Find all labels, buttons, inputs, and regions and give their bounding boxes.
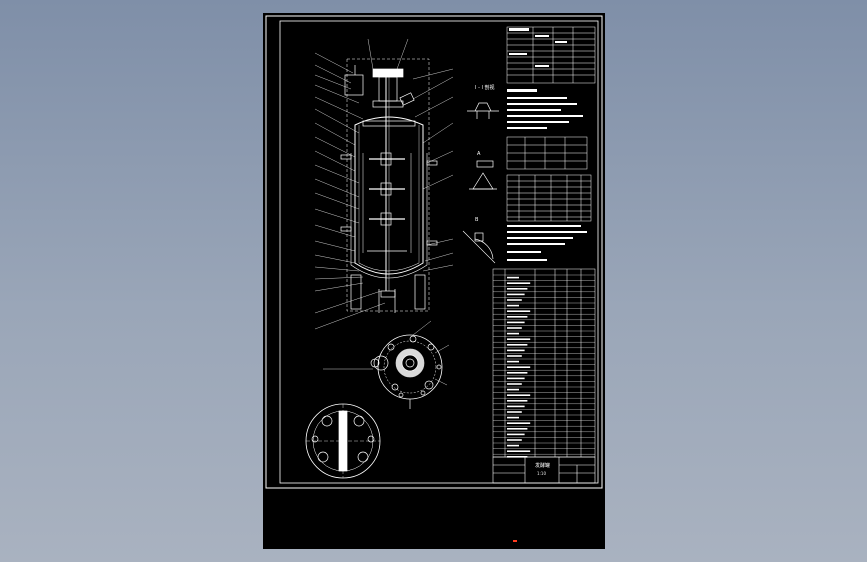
parts-list-text [507, 293, 525, 296]
parts-list-text [507, 422, 531, 424]
vessel-elevation [314, 38, 454, 330]
drawing-canvas: I - I 剖视 A B [265, 15, 603, 489]
parts-list-text [507, 360, 519, 363]
parts-list-text [507, 276, 519, 279]
parts-list-text [507, 327, 522, 329]
parts-list-text [507, 428, 528, 430]
nozzle-table [506, 136, 588, 170]
tech-spec-table [506, 26, 596, 84]
top-plan-view [323, 320, 450, 409]
parts-list-text [507, 377, 525, 380]
parts-list-text [507, 405, 525, 408]
parts-list-table [492, 268, 596, 458]
parts-list-text [507, 366, 531, 368]
bottom-plan-view [305, 403, 381, 479]
parts-list-text [507, 439, 522, 441]
design-data-table [506, 174, 592, 222]
parts-list-text [507, 282, 531, 284]
svg-text:1:10: 1:10 [537, 471, 546, 476]
parts-list-text [507, 316, 528, 318]
svg-text:B: B [475, 217, 479, 223]
title-block: 发酵罐 1:10 [492, 456, 596, 484]
parts-list-text [507, 394, 531, 396]
parts-list-text [507, 383, 522, 385]
detail-views: I - I 剖视 A B [462, 84, 499, 264]
notes-block [507, 225, 587, 261]
parts-list-text [507, 321, 525, 324]
parts-list-text [507, 344, 528, 346]
parts-list-text [507, 433, 525, 436]
parts-list-text [507, 411, 522, 413]
parts-list-text [507, 400, 528, 402]
parts-list-text [507, 372, 528, 374]
parts-list-text [507, 450, 531, 452]
parts-list-text [507, 288, 528, 290]
sheet-frame [265, 15, 603, 489]
parts-list-text [507, 349, 525, 352]
parts-list-text [507, 332, 519, 335]
technical-requirements [507, 89, 583, 129]
svg-text:I - I 剖视: I - I 剖视 [475, 84, 495, 91]
parts-list-text [507, 299, 522, 301]
svg-text:A: A [477, 151, 481, 157]
parts-list-text [507, 444, 519, 447]
parts-list-text [507, 304, 519, 307]
parts-list-text [507, 355, 522, 357]
svg-text:发酵罐: 发酵罐 [535, 462, 550, 469]
drawing-sheet[interactable]: I - I 剖视 A B [263, 13, 605, 549]
parts-list-text [507, 388, 519, 391]
parts-list-text [507, 338, 531, 340]
ucs-origin-marker [513, 540, 517, 542]
sheet-inner-frame [279, 20, 599, 484]
parts-list-text [507, 416, 519, 419]
parts-list-text [507, 310, 531, 312]
